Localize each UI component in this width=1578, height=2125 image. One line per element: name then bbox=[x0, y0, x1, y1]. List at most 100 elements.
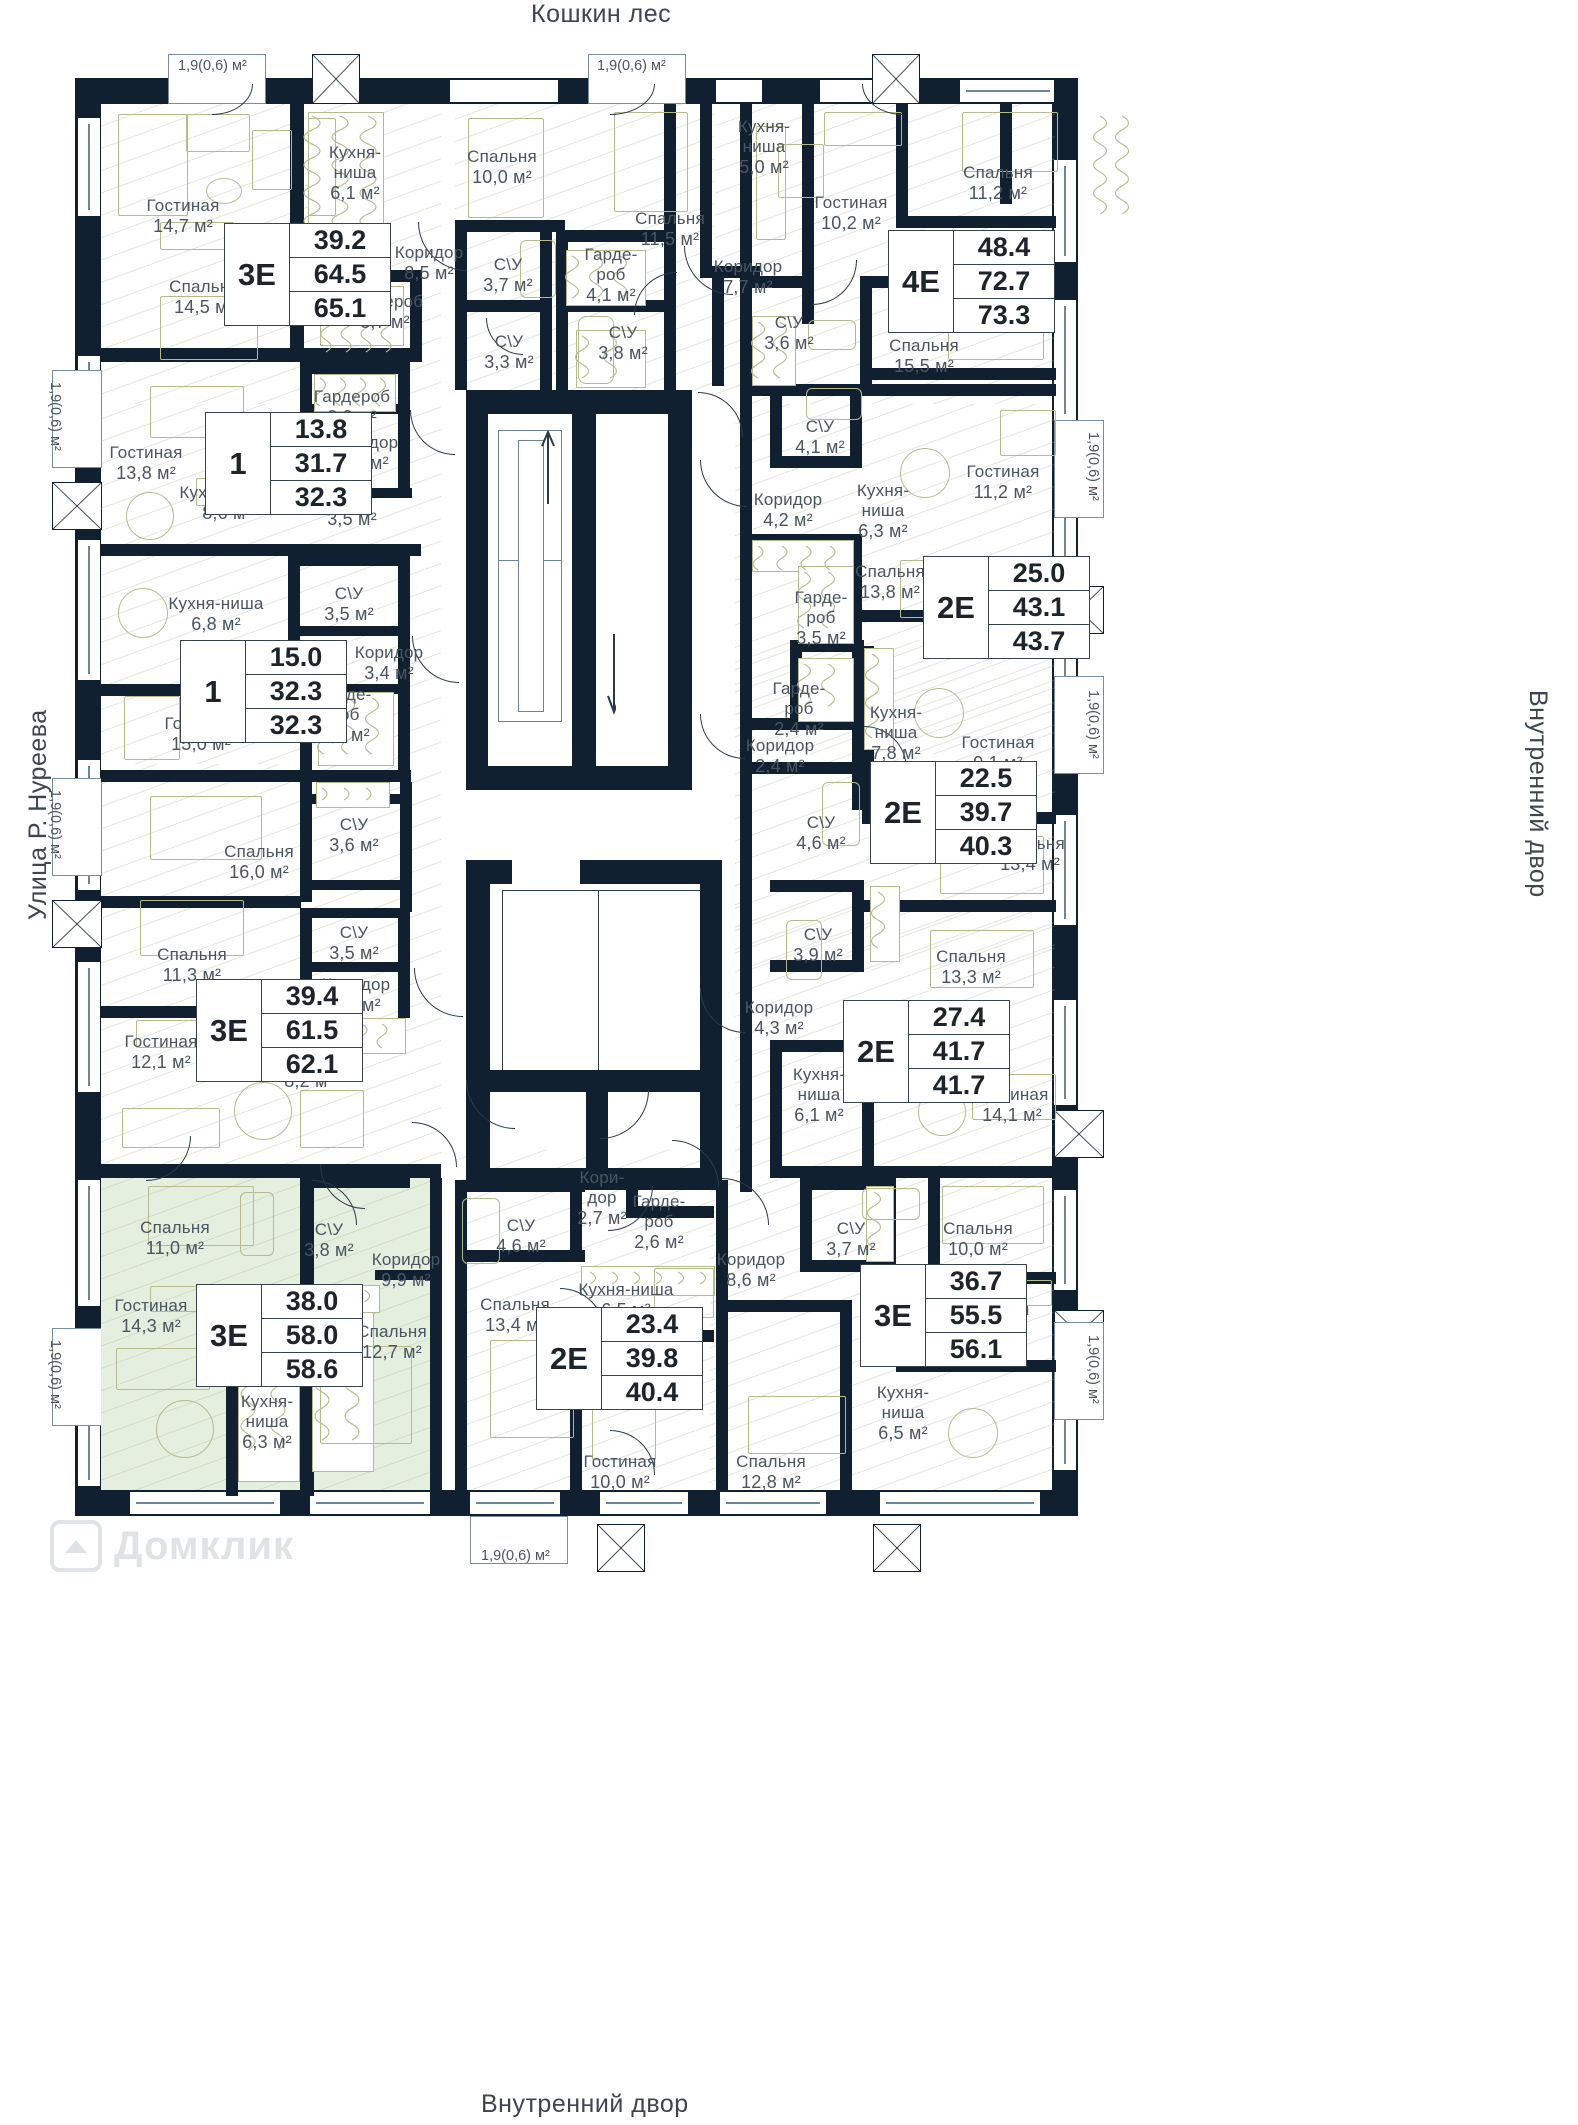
sofa bbox=[124, 696, 180, 760]
room-area: 3,5 м² bbox=[329, 943, 379, 964]
watermark: Домклик bbox=[50, 1520, 294, 1572]
apartment-area-value: 41.7 bbox=[932, 1070, 986, 1100]
balcony-outline bbox=[470, 1516, 568, 1564]
balcony-label: 1,9(0,6) м² bbox=[47, 790, 63, 859]
partition-wall bbox=[290, 104, 304, 224]
room-name: Спальня bbox=[357, 1322, 427, 1341]
bed bbox=[148, 1186, 254, 1246]
bed bbox=[320, 1346, 412, 1444]
dining-table bbox=[778, 144, 824, 198]
room-area: 4,3 м² bbox=[754, 1018, 804, 1039]
apartment-area-value: 39.2 bbox=[290, 224, 390, 258]
partition-wall bbox=[840, 1300, 852, 1490]
window-mullion bbox=[476, 1502, 554, 1504]
room-name: Кухня- ниша bbox=[856, 481, 910, 521]
room-name: Гостиная bbox=[961, 733, 1035, 752]
balcony-outline bbox=[1054, 676, 1104, 774]
apartment-area-value: 36.7 bbox=[926, 1265, 1026, 1299]
core-wall bbox=[700, 860, 722, 1190]
room-name: Спальня bbox=[140, 1218, 210, 1237]
room-name: Коридор bbox=[745, 736, 815, 755]
room-name: С\У bbox=[774, 313, 804, 332]
partition-wall bbox=[928, 1178, 940, 1278]
bathtub soft bbox=[578, 316, 614, 384]
partition-wall bbox=[860, 276, 872, 386]
apartment-area-value: 43.7 bbox=[1012, 626, 1066, 656]
partition-wall bbox=[430, 1178, 442, 1498]
room-area: 3,6 м² bbox=[764, 333, 814, 354]
partition-wall bbox=[770, 1040, 862, 1052]
partition-wall bbox=[850, 384, 862, 462]
dining-table bbox=[914, 688, 964, 738]
window-mullion bbox=[88, 546, 90, 674]
room-area: 7,7 м² bbox=[723, 277, 773, 298]
partition-wall bbox=[455, 300, 543, 312]
coffee-table bbox=[206, 178, 242, 204]
partition-wall bbox=[770, 880, 862, 892]
room-area: 6,8 м² bbox=[191, 614, 241, 635]
apartment-area-value: 73.3 bbox=[977, 300, 1031, 330]
apartment-area-value: 31.7 bbox=[271, 447, 371, 481]
partition-wall bbox=[300, 684, 410, 694]
room-name: С\У bbox=[836, 1219, 866, 1238]
balcony-outline bbox=[52, 778, 102, 876]
room-area: 12,1 м² bbox=[131, 1052, 191, 1073]
balcony-x-box bbox=[312, 54, 360, 104]
door-swing bbox=[410, 410, 455, 455]
apartment-type: 2Е bbox=[537, 1308, 602, 1409]
room-name: Спальня bbox=[169, 277, 239, 296]
apartment-area-value: 65.1 bbox=[313, 293, 367, 323]
window-mullion bbox=[1064, 476, 1066, 574]
balcony-label: 1,9(0,6) м² bbox=[597, 58, 666, 74]
partition-wall bbox=[770, 1166, 1056, 1178]
partition-wall bbox=[802, 276, 814, 324]
apartment-area-value: 39.4 bbox=[262, 980, 362, 1014]
room-area: 10,0 м² bbox=[948, 1239, 1008, 1260]
room-area: 10,0 м² bbox=[472, 167, 532, 188]
room-name: Кухня- ниша bbox=[876, 1383, 930, 1423]
room-name: Гостиная bbox=[109, 443, 183, 462]
core-wall bbox=[592, 1070, 722, 1092]
bathtub bbox=[786, 920, 822, 980]
room-name: Кухня- ниша bbox=[737, 117, 791, 157]
apartment-type: 1 bbox=[206, 413, 271, 514]
bathtub bbox=[862, 1188, 920, 1220]
core-wall bbox=[466, 390, 488, 790]
apartment-area-value: 38.0 bbox=[262, 1285, 362, 1319]
room-name: Гарде- роб bbox=[632, 1192, 686, 1232]
kitchen-counter bbox=[308, 118, 336, 216]
room-name: Гардероб bbox=[313, 387, 391, 406]
bed bbox=[140, 900, 244, 956]
room-name: Коридор bbox=[354, 643, 424, 662]
stair-direction-arrows bbox=[541, 429, 616, 715]
room-name: Коридор bbox=[716, 1250, 786, 1269]
room-name: С\У bbox=[494, 332, 524, 351]
core-wall bbox=[466, 766, 596, 790]
partition-wall bbox=[716, 1300, 846, 1312]
